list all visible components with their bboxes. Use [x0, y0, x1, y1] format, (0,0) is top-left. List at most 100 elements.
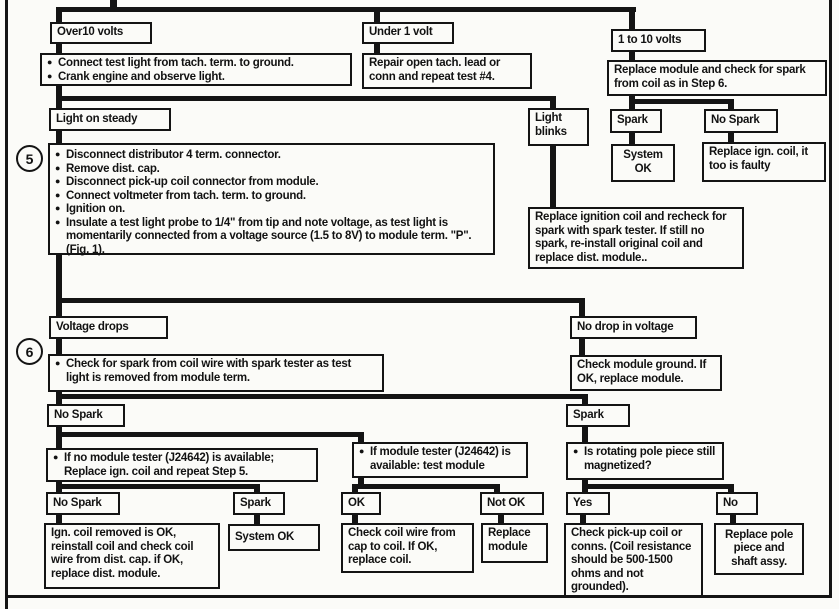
node-system-ok-right-top: System OK — [611, 144, 675, 182]
bullet-text: Remove dist. cap. — [66, 162, 160, 175]
node-label: No — [723, 496, 738, 509]
bullet-text: Insulate a test light probe to 1/4" from… — [66, 216, 472, 256]
node-ok: OK — [341, 492, 381, 515]
connector — [254, 515, 260, 524]
connector — [494, 484, 500, 492]
node-no-spark-right-top: No Spark — [704, 109, 778, 133]
connector — [579, 298, 585, 316]
node-label: System OK — [235, 530, 295, 543]
connector — [56, 432, 364, 437]
node-label: Check pick-up coil or conns. (Coil resis… — [571, 527, 692, 594]
bullet-item: ●Check for spark from coil wire with spa… — [55, 358, 377, 385]
connector — [629, 99, 635, 109]
connector — [352, 484, 500, 489]
step-circle-5: 5 — [16, 145, 43, 172]
connector — [56, 484, 260, 489]
bullet-icon: ● — [573, 446, 579, 456]
connector — [254, 484, 260, 492]
node-label: Yes — [573, 496, 593, 509]
node-is-rotating-pole-piece: ● Is rotating pole piece still magnetized… — [566, 442, 724, 480]
bullet-text: Is rotating pole piece still magnetized? — [584, 446, 716, 472]
connector — [579, 339, 585, 355]
bullet-icon: ● — [359, 446, 365, 456]
node-no-spark-mid: No Spark — [47, 404, 125, 427]
bullet-icon: ● — [55, 176, 61, 187]
node-replace-module: Replace module — [481, 523, 548, 563]
connector — [629, 52, 635, 60]
node-label: Light on steady — [56, 112, 138, 125]
connector — [56, 130, 62, 143]
node-light-on-steady: Light on steady — [49, 108, 171, 131]
connector — [374, 44, 380, 53]
node-label: Replace ign. coil, it too is faulty — [709, 146, 808, 172]
node-check-coil-wire: Check coil wire from cap to coil. If OK,… — [341, 523, 474, 573]
node-1-to-10-volts: 1 to 10 volts — [611, 29, 706, 52]
connector — [582, 394, 588, 404]
node-label: Replace pole piece and shaft assy. — [725, 528, 793, 568]
node-label: Over10 volts — [57, 26, 124, 39]
connector — [629, 7, 635, 29]
node-label: Ign. coil removed is OK, reinstall coil … — [51, 527, 194, 580]
bullet-icon: ● — [55, 149, 61, 159]
node-label: Repair open tach. lead or conn and repea… — [369, 57, 501, 83]
bullet-item: ●Connect voltmeter from tach. term. to g… — [55, 190, 488, 204]
node-label: 1 to 10 volts — [618, 33, 682, 46]
connector — [56, 392, 62, 404]
frame-border-right — [829, 0, 832, 598]
node-if-module-tester: ● If module tester (J24642) is available:… — [352, 442, 528, 478]
connector — [56, 255, 62, 316]
node-replace-module-check-spark: Replace module and check for spark from … — [607, 60, 827, 96]
node-label: Voltage drops — [56, 320, 129, 333]
bullet-item: ● If module tester (J24642) is available:… — [359, 446, 521, 473]
connector — [629, 99, 734, 104]
connector — [629, 133, 635, 144]
connector — [352, 515, 358, 523]
step-number: 5 — [25, 150, 34, 167]
node-label: Not OK — [487, 496, 526, 509]
connector — [582, 484, 734, 489]
connector — [498, 515, 504, 523]
node-label: Replace ignition coil and recheck for sp… — [535, 211, 727, 264]
connector — [56, 339, 62, 354]
node-no: No — [716, 492, 758, 515]
connector — [728, 133, 734, 142]
step-circle-6: 6 — [16, 338, 43, 365]
bullet-text: Disconnect pick-up coil connector from m… — [66, 176, 319, 189]
connector — [56, 7, 62, 22]
bullet-text: If module tester (J24642) is available: … — [370, 446, 511, 472]
node-label: No Spark — [53, 496, 102, 509]
bullet-item: ● Is rotating pole piece still magnetized… — [573, 446, 717, 473]
bullet-icon: ● — [55, 216, 61, 227]
node-replace-pole-piece: Replace pole piece and shaft assy. — [714, 523, 804, 575]
node-label: No Spark — [711, 114, 760, 127]
frame-border-left — [5, 0, 8, 609]
bullet-icon: ● — [53, 452, 59, 462]
connector — [582, 427, 588, 442]
bullet-item: ●Remove dist. cap. — [55, 163, 488, 177]
step-number: 6 — [25, 343, 34, 360]
node-step6-check-spark: ●Check for spark from coil wire with spa… — [48, 354, 384, 392]
node-yes: Yes — [566, 492, 610, 515]
bullet-item: ●Crank engine and observe light. — [47, 71, 345, 85]
node-check-module-ground: Check module ground. If OK, replace modu… — [570, 355, 722, 391]
bullet-text: Connect voltmeter from tach. term. to gr… — [66, 189, 306, 202]
connector — [56, 427, 62, 448]
connector — [352, 484, 358, 492]
bullet-item: ●If no module tester (J24642) is availab… — [53, 452, 311, 479]
node-spark-mid: Spark — [566, 404, 630, 427]
bullet-item: ●Disconnect distributor 4 term. connecto… — [55, 149, 488, 163]
bullet-text: Connect test light from tach. term. to g… — [58, 57, 294, 69]
node-check-pickup-coil: Check pick-up coil or conns. (Coil resis… — [564, 523, 703, 597]
connector — [56, 44, 62, 53]
bullet-icon: ● — [55, 358, 61, 368]
connector — [728, 99, 734, 109]
node-no-spark-bottom: No Spark — [46, 492, 120, 515]
node-repair-open-tach: Repair open tach. lead or conn and repea… — [362, 53, 532, 89]
node-replace-ignition-coil-recheck: Replace ignition coil and recheck for sp… — [528, 207, 744, 269]
connector — [56, 96, 556, 101]
connector — [110, 0, 117, 12]
node-voltage-drops: Voltage drops — [49, 316, 168, 339]
bullet-item: ● Insulate a test light probe to 1/4" fro… — [55, 217, 488, 258]
bullet-text: Crank engine and observe light. — [58, 70, 225, 83]
